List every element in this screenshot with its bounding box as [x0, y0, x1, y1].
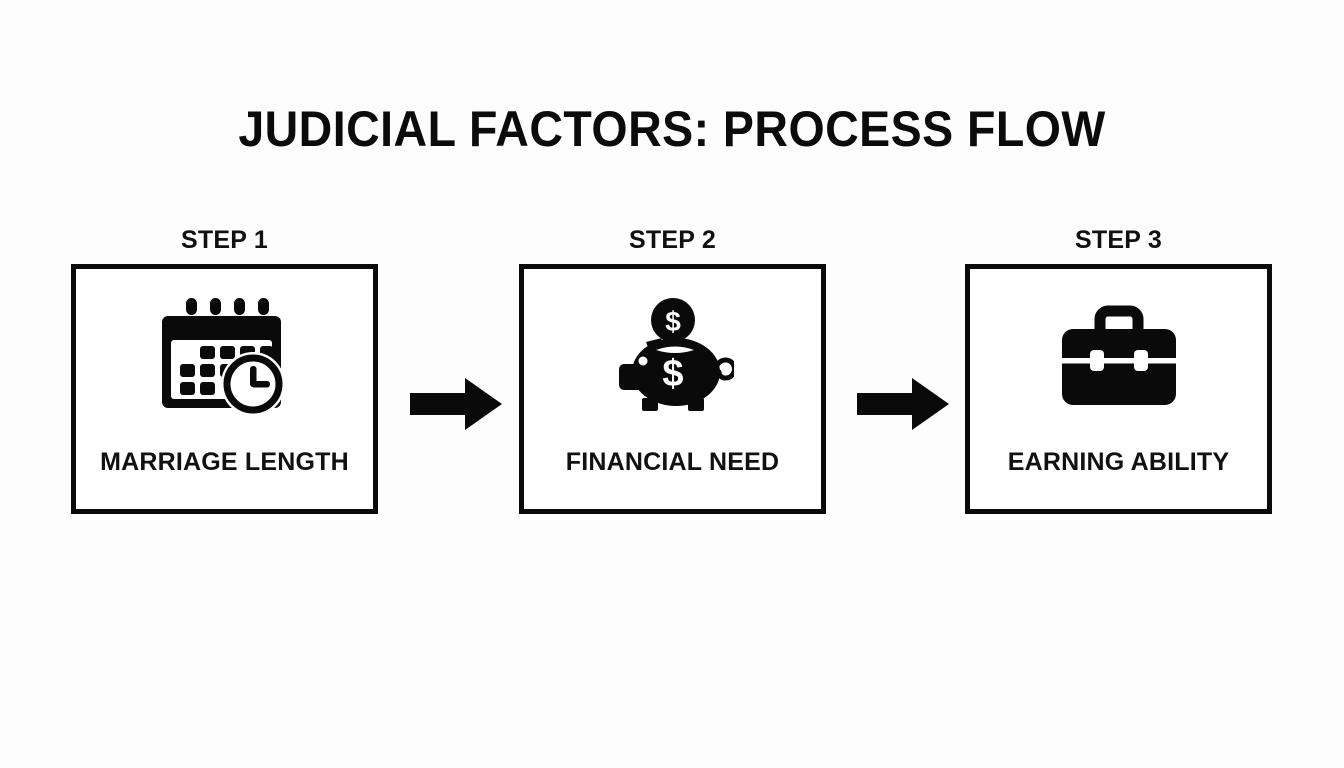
svg-text:$: $ — [665, 306, 681, 337]
flow-card-label-2: FINANCIAL NEED — [565, 448, 780, 476]
flow-card-1[interactable]: MARRIAGE LENGTH — [71, 264, 378, 514]
step-number-label-2: STEP 2 — [629, 226, 716, 254]
step-number-label-3: STEP 3 — [1075, 226, 1162, 254]
flow-step-2: STEP 2 $ — [519, 228, 826, 528]
flow-card-3[interactable]: EARNING ABILITY — [965, 264, 1272, 514]
flow-card-2[interactable]: $ $ — [519, 264, 826, 514]
calendar-clock-icon — [160, 297, 290, 415]
flow-step-3: STEP 3 EARNING ABILITY — [965, 228, 1272, 528]
page-title: JUDICIAL FACTORS: PROCESS FLOW — [238, 101, 1106, 157]
flow-card-label-1: MARRIAGE LENGTH — [100, 448, 349, 476]
briefcase-icon — [1054, 297, 1184, 415]
arrow-right-icon-2 — [857, 378, 949, 430]
flow-step-1: STEP 1 — [71, 228, 378, 528]
step-number-label-1: STEP 1 — [181, 226, 268, 254]
flow-card-label-3: EARNING ABILITY — [1007, 448, 1230, 476]
process-flow-row: STEP 1 — [71, 228, 1272, 528]
piggy-bank-coin-icon: $ $ — [608, 297, 738, 415]
arrow-right-icon-1 — [410, 378, 502, 430]
svg-text:$: $ — [662, 353, 683, 395]
